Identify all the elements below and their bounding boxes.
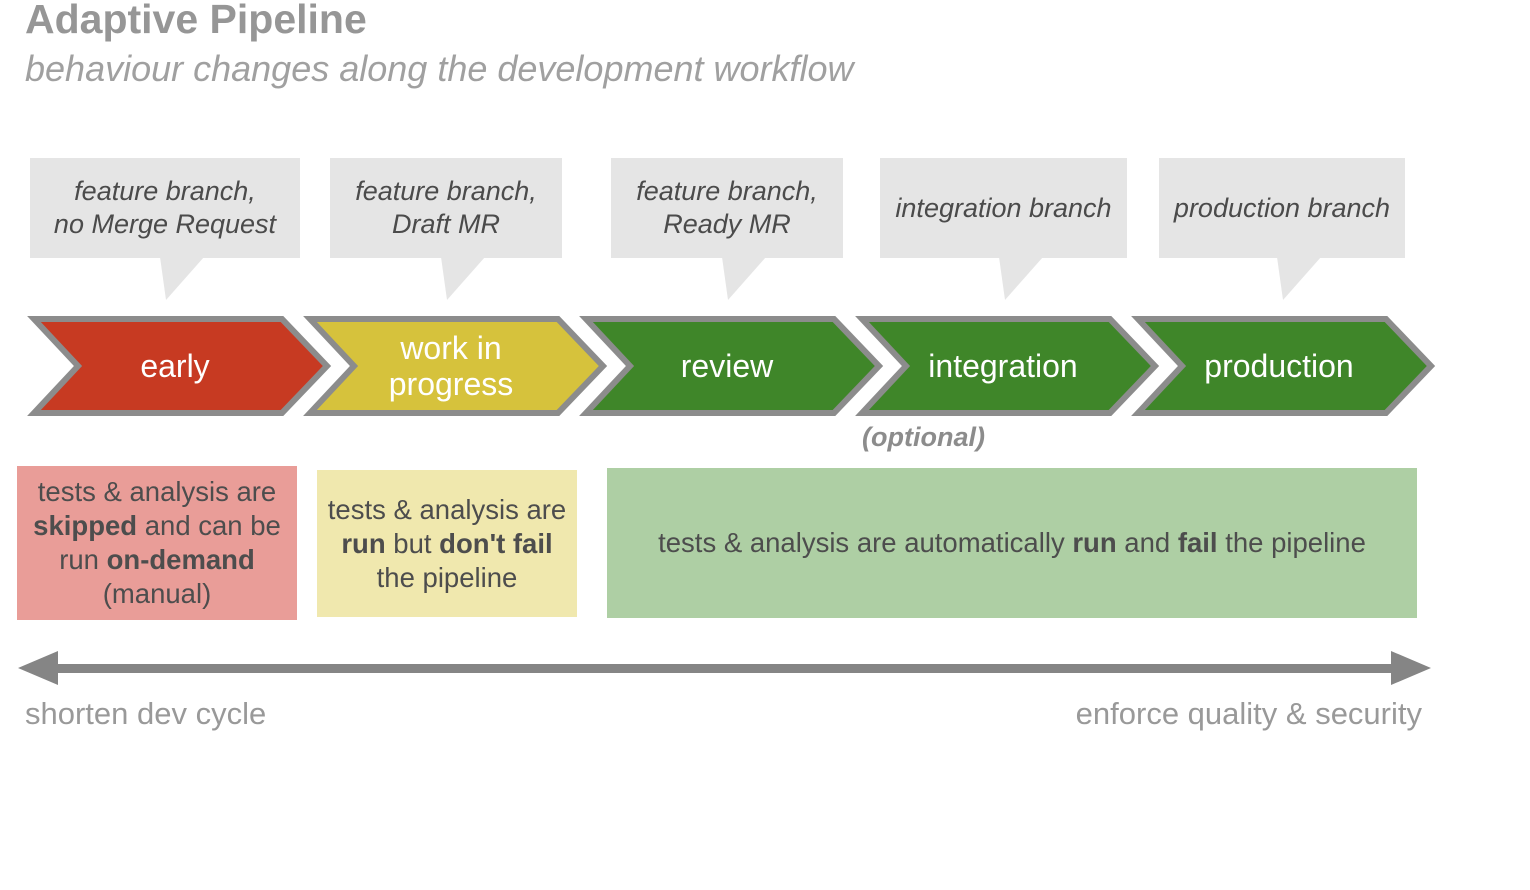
page-title: Adaptive Pipeline [25,0,367,42]
behavior-text: tests & analysis are automatically run a… [658,527,1366,558]
page-subtitle: behaviour changes along the development … [25,48,854,89]
bubble-label: feature branch, Ready MR [636,176,818,239]
axis-label-right: enforce quality & security [1075,696,1422,731]
behavior-box-enforced: tests & analysis are automatically run a… [607,468,1417,618]
stage-label-production: production [1204,348,1354,384]
stage-chevron-early [27,316,332,416]
branch-bubble-production: production branch [1159,158,1405,300]
stage-chevron-work-in-progress [303,316,608,416]
branch-bubble-no-mr: feature branch, no Merge Request [30,158,300,300]
behavior-text: tests & analysis are skipped and can be … [33,476,281,609]
stage-label-early: early [140,348,210,384]
stage-label-review: review [680,348,774,384]
stage-chevron-integration [855,316,1160,416]
bubble-tail-icon [722,257,767,300]
branch-bubble-integration: integration branch [880,158,1127,300]
double-arrow-icon [18,651,1431,685]
behavior-text: tests & analysis are run but don't fail … [327,493,567,593]
behavior-box-work-in-progress: tests & analysis are run but don't fail … [317,470,577,617]
bubble-tail-icon [998,257,1043,300]
bubble-tail-icon [159,257,204,300]
bubble-label: feature branch, Draft MR [355,176,537,239]
branch-bubble-ready-mr: feature branch, Ready MR [611,158,843,300]
bubble-label: feature branch, no Merge Request [53,176,277,239]
behavior-box-early: tests & analysis are skipped and can be … [17,466,297,620]
bubble-tail-icon [441,257,486,300]
bubble-label: integration branch [895,192,1112,223]
stage-label-work-in-progress: work in progress [388,330,514,402]
branch-bubble-draft-mr: feature branch, Draft MR [330,158,562,300]
axis-label-left: shorten dev cycle [25,696,267,731]
bubble-label: production branch [1173,192,1391,223]
bubble-tail-icon [1277,257,1322,300]
stage-chevron-review [579,316,884,416]
stage-chevron-production [1131,316,1436,416]
optional-note: (optional) [862,422,985,452]
stage-label-integration: integration [928,348,1078,384]
